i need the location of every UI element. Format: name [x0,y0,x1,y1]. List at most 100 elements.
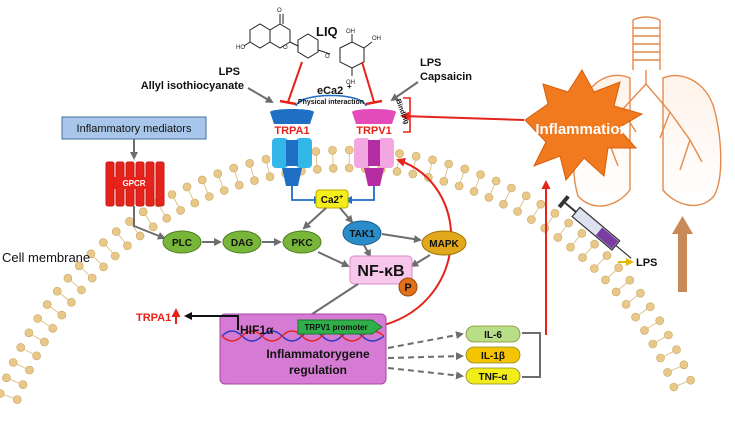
lipid-tail [10,379,19,383]
inhibit-bar-trpa1 [280,101,296,104]
lipid-tail [204,184,208,193]
arrow-ca-to-tak1 [340,208,352,222]
lipid-head [149,223,157,231]
lipid-tail [82,269,89,276]
lipid-tail [189,191,193,200]
lipid-head [527,216,535,224]
lipid-head [246,159,254,167]
svg-text:O: O [283,45,288,51]
lipid-head [622,300,630,308]
hif1a-label: HIF1α [240,323,274,337]
stimulus-allyl-isothiocyanate: Allyl isothiocyanate [141,80,244,92]
eca-superscript: + [347,82,352,91]
tak1-label: TAK1 [349,229,375,240]
inhibit-bar-trpv1 [366,101,382,104]
lipid-tail [429,164,431,174]
lipid-head [636,289,644,297]
lipid-tail [235,172,238,182]
mapk-label: MAPK [429,239,459,250]
nfkb-label: NF-κB [357,263,404,280]
trpa1-output-label: TRPA1 [136,312,171,324]
svg-text:OH: OH [372,36,381,42]
lipid-tail [560,226,566,234]
lipid-tail [94,257,101,264]
lipid-tail [520,199,525,208]
regulation-line2: regulation [289,363,347,377]
lipid-head [541,224,549,232]
lipid-head [329,164,337,172]
lipid-head [551,209,559,217]
svg-text:O: O [277,8,282,14]
lipid-tail [476,178,480,187]
lipid-head [58,311,66,319]
liq-label: LIQ [316,24,338,39]
lipid-head [664,331,672,339]
arrow-mapk-to-nfkb [412,255,430,266]
arrow-to-il1b [388,356,462,358]
lipid-tail [671,367,680,371]
lipid-head [537,200,545,208]
lipid-head [19,381,27,389]
lipid-head [17,343,25,351]
lipid-tail [71,281,79,288]
lipid-tail [460,173,463,183]
lipid-head [393,167,401,175]
lipid-tail [119,235,125,243]
lipid-tail [17,364,26,368]
lipid-head [191,199,199,207]
lipid-tail [146,215,152,223]
lipid-head [646,303,654,311]
lipid-tail [629,296,637,302]
trpv1-channel [352,109,396,186]
arrow-inflammation-to-trpv1 [402,116,524,120]
cytokine-bracket [522,333,540,377]
lipid-head [578,229,586,237]
lipid-head [615,264,623,272]
lipid-head [507,184,515,192]
lipid-head [0,390,4,398]
dag-label: DAG [231,238,253,249]
lipid-head [67,298,75,306]
lipid-head [88,274,96,282]
lipid-head [612,288,620,296]
physical-interaction-label: Physical interaction [298,99,364,106]
lipid-head [34,315,42,323]
lipid-head [499,200,507,208]
lipid-head [591,240,599,248]
lipid-tail [50,307,58,313]
svg-text:OH: OH [346,29,355,35]
lipid-head [177,206,185,214]
lipid-tail [547,217,553,225]
arrow-to-il6 [388,334,462,348]
lipid-head [13,396,21,404]
lipid-tail [160,206,165,215]
lipid-head [235,181,243,189]
lipid-head [522,192,530,200]
arrow-trpv1-to-ca [346,186,374,200]
lipid-head [230,164,238,172]
stimulus-lps-left: LPS [219,66,240,78]
lipid-head [641,326,649,334]
lipid-head [664,368,672,376]
pkc-label: PKC [291,238,312,249]
lipid-head [136,232,144,240]
lipid-head [168,191,176,199]
lipid-tail [32,335,41,340]
lipid-tail [60,294,68,300]
trpv1-promoter-label: TRPV1 promoter [304,323,367,332]
stimulus-lps-right: LPS [420,57,441,69]
lipid-head [198,176,206,184]
lipid-head [43,301,51,309]
lipid-head [429,156,437,164]
arrow-tak1-to-nfkb [364,245,370,256]
lipid-tail [398,158,399,168]
inflammatory-mediators-label: Inflammatory mediators [77,123,192,135]
lipid-tail [639,309,647,315]
lipid-head [396,150,404,158]
lipid-head [99,239,107,247]
lipid-head [64,274,72,282]
lipid-tail [267,163,269,173]
